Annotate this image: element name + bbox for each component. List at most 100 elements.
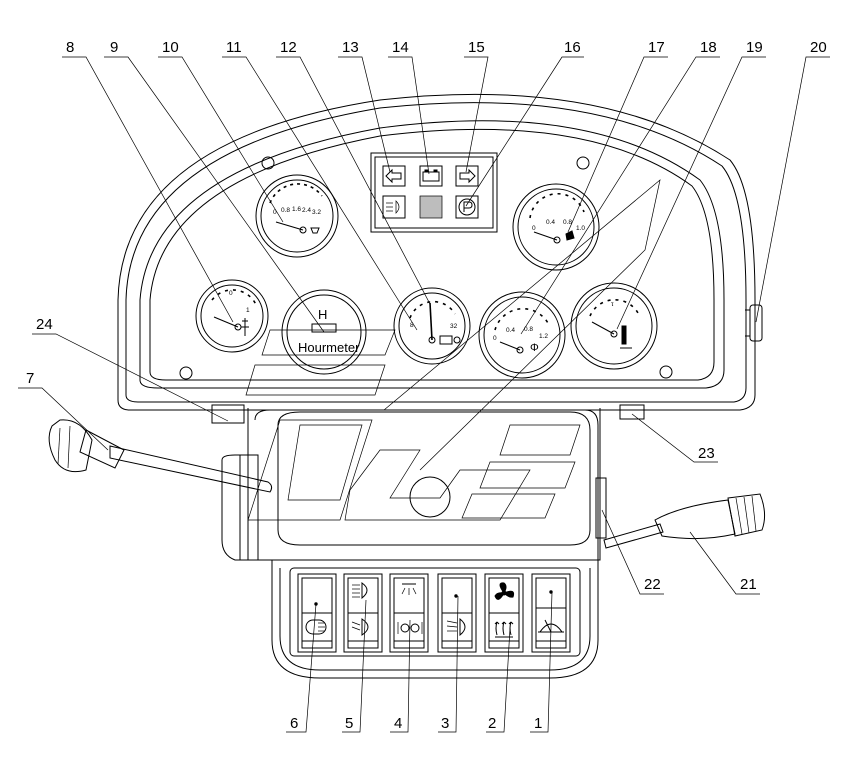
tick-label: 32 [450,323,458,330]
tick-label: 0.8 [563,219,572,226]
screw-hole [261,156,275,170]
callout-12: 12 [280,39,297,56]
side-tab [595,477,607,539]
left-turn-lamp [382,165,406,187]
callout-11: 11 [226,39,242,56]
battery-icon [439,335,453,345]
headlight-icon [395,200,400,214]
callout-13: 13 [342,39,359,56]
callout-7: 7 [26,370,34,387]
switch-1 [531,573,571,653]
callout-19: 19 [746,39,763,56]
warning-lamp-blank [419,195,443,219]
callout-20: 20 [810,39,827,56]
oil-pressure-gauge: 0 0.4 0.8 1.0 [512,183,600,271]
heater-icon [494,621,514,638]
switch-2 [484,573,524,653]
callout-16: 16 [564,39,581,56]
warning-lamp-block [370,152,498,233]
switch-panel-frame [289,567,581,657]
tick-label: 0 [273,209,277,216]
tick-label: τ [611,301,614,308]
callout-6: 6 [290,715,298,732]
callout-9: 9 [110,39,118,56]
callout-24: 24 [36,316,53,333]
tick-label: 0 [493,335,497,342]
thermometer-icon [621,325,627,345]
callout-8: 8 [66,39,74,56]
screw-hole [576,156,590,170]
mount-tab-right [619,404,645,420]
tick-label: 1.0 [576,225,585,232]
tick-label: 0.4 [546,219,555,226]
rocker-switches [297,573,571,653]
callout-22: 22 [644,576,661,593]
lower-console [221,408,607,679]
leader-lines [18,56,830,733]
headlight-icon [361,582,368,600]
air-pressure-gauge: 0 0.8 1.6 2.4 3.2 [255,174,339,258]
battery-lamp [419,165,443,187]
fan-icon [494,582,515,600]
tick-label: 8 [410,322,414,329]
low-beam-icon [361,618,369,636]
fog-light-icon [400,623,410,633]
tick-label: 1.6 [292,206,301,213]
tick-label: 0 [229,290,233,297]
high-beam-lamp [382,195,406,219]
coolant-temp-gauge: τ [570,282,658,370]
hourmeter-letter: H [318,307,327,322]
callout-labels: 8 9 10 11 12 13 14 15 16 17 18 19 20 24 … [26,39,827,732]
left-arrow-icon [385,168,402,184]
callout-2: 2 [488,715,496,732]
tick-label: 1.2 [539,333,548,340]
tick-label: 3.2 [312,209,321,216]
callout-21: 21 [740,576,757,593]
fuel-icon [241,318,249,336]
parking-brake-lamp [455,195,479,219]
hourmeter: H Hourmeter [281,289,367,375]
lever-grip [727,493,766,537]
side-knob [749,304,763,342]
tick-label: 0 [532,225,536,232]
switch-4 [389,573,429,653]
voltmeter: 8 32 [393,287,471,365]
screw-hole [659,365,673,379]
mount-tab-left [211,404,245,424]
lever-knob [48,419,93,473]
left-lever [48,419,273,493]
callout-15: 15 [468,39,485,56]
callout-10: 10 [162,39,179,56]
tick-label: 2.4 [302,207,311,214]
right-turn-lamp [455,165,479,187]
switch-6 [297,573,337,653]
callout-23: 23 [698,445,715,462]
callout-18: 18 [700,39,717,56]
pressure-symbol: Φ [530,342,539,354]
lever-handle [654,499,736,540]
dashboard-housing [117,93,763,424]
parking-icon [463,201,473,212]
callout-3: 3 [441,715,449,732]
screw-hole [179,366,193,380]
work-light-icon [459,617,466,637]
callout-5: 5 [345,715,353,732]
overlay-strips [245,179,661,521]
tick-label: 0.8 [524,326,533,333]
right-lever [603,493,766,549]
battery-icon [422,171,440,182]
steering-column-hole [409,476,451,518]
switch-5 [343,573,383,653]
tick-label: 0.4 [506,327,515,334]
pressure-gauge: 0 0.4 0.8 1.2 Φ [478,291,566,379]
callout-1: 1 [534,715,542,732]
tick-label: 1 [246,307,250,314]
hour-counter-window [311,323,337,333]
callout-17: 17 [648,39,665,56]
fuel-gauge: 0 1 [195,279,269,353]
right-arrow-icon [459,168,476,184]
oil-can-icon [565,230,575,241]
callout-4: 4 [394,715,402,732]
